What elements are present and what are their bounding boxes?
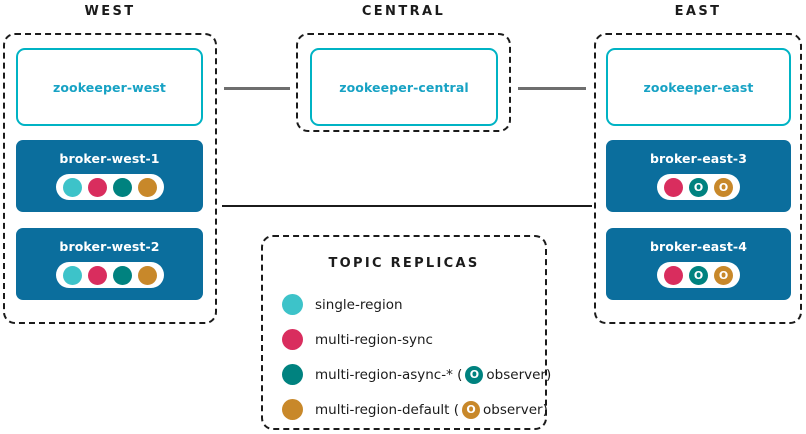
replica-dot-multi-region-async[interactable] xyxy=(112,265,132,285)
replica-dot-multi-region-sync[interactable] xyxy=(87,265,107,285)
legend-items: single-region multi-region-sync multi-re… xyxy=(282,287,551,427)
replica-pill-west-2 xyxy=(55,262,164,288)
replica-dot-multi-region-async[interactable] xyxy=(112,177,132,197)
legend-item-single-region[interactable]: single-region xyxy=(282,287,535,322)
replica-dot-multi-region-sync[interactable] xyxy=(664,177,683,197)
legend-label-multi-region-default: multi-region-default ( O observer) xyxy=(315,400,548,419)
broker-label-east-3: broker-east-3 xyxy=(649,151,748,166)
broker-node-east-3[interactable]: broker-east-3 O O xyxy=(606,140,791,212)
legend-item-multi-region-default[interactable]: multi-region-default ( O observer) xyxy=(282,392,548,427)
broker-node-west-2[interactable]: broker-west-2 xyxy=(16,228,203,300)
zookeeper-node-east[interactable]: zookeeper-east xyxy=(606,48,791,126)
legend-swatch-single-region-icon xyxy=(282,294,303,315)
replica-dot-single-region[interactable] xyxy=(62,177,82,197)
broker-node-west-1[interactable]: broker-west-1 xyxy=(16,140,203,212)
replica-dot-multi-region-sync[interactable] xyxy=(87,177,107,197)
observer-chip-async-icon: O xyxy=(465,365,484,384)
zookeeper-label-east: zookeeper-east xyxy=(643,79,754,95)
region-title-west: WEST xyxy=(84,4,136,19)
broker-label-west-1: broker-west-1 xyxy=(59,151,160,166)
legend-label-multi-region-async: multi-region-async-* ( O observer) xyxy=(315,365,552,384)
replica-dot-multi-region-default[interactable] xyxy=(137,265,157,285)
legend-text-suffix-async: observer) xyxy=(486,366,552,383)
replica-dot-multi-region-default-observer[interactable]: O xyxy=(714,265,733,285)
legend-text-prefix-async: multi-region-async-* ( xyxy=(315,366,463,383)
broker-label-west-2: broker-west-2 xyxy=(59,239,160,254)
legend-text-suffix-default: observer) xyxy=(483,401,548,418)
connector-west-east-broker xyxy=(222,205,592,207)
region-box-west xyxy=(3,33,217,324)
region-title-central: CENTRAL xyxy=(361,4,446,19)
legend-item-multi-region-sync[interactable]: multi-region-sync xyxy=(282,322,535,357)
observer-chip-default-icon: O xyxy=(462,400,480,419)
zookeeper-label-west: zookeeper-west xyxy=(52,79,166,95)
replica-dot-multi-region-async-observer[interactable]: O xyxy=(689,177,708,197)
region-box-central xyxy=(296,33,511,132)
legend-item-multi-region-async[interactable]: multi-region-async-* ( O observer) xyxy=(282,357,551,392)
connector-west-central-zookeeper xyxy=(224,87,290,90)
replica-dot-multi-region-sync[interactable] xyxy=(664,265,683,285)
replica-dot-multi-region-default-observer[interactable]: O xyxy=(714,177,733,197)
legend-label-multi-region-sync: multi-region-sync xyxy=(315,331,433,348)
zookeeper-node-central[interactable]: zookeeper-central xyxy=(310,48,498,126)
legend-swatch-multi-region-async-icon xyxy=(282,364,303,385)
broker-node-east-4[interactable]: broker-east-4 O O xyxy=(606,228,791,300)
replica-pill-east-4: O O xyxy=(657,262,740,288)
replica-dot-multi-region-default[interactable] xyxy=(137,177,157,197)
replica-pill-west-1 xyxy=(55,174,164,200)
region-title-east: EAST xyxy=(674,4,722,19)
legend-topic-replicas: TOPIC REPLICAS single-region multi-regio… xyxy=(261,235,551,430)
zookeeper-node-west[interactable]: zookeeper-west xyxy=(16,48,203,126)
legend-text-prefix-default: multi-region-default ( xyxy=(315,401,459,418)
replica-pill-east-3: O O xyxy=(657,174,740,200)
replica-dot-multi-region-async-observer[interactable]: O xyxy=(689,265,708,285)
legend-title: TOPIC REPLICAS xyxy=(328,256,480,271)
legend-label-single-region: single-region xyxy=(315,296,403,313)
connector-central-east-zookeeper xyxy=(518,87,586,90)
zookeeper-label-central: zookeeper-central xyxy=(339,79,469,95)
region-box-east xyxy=(594,33,802,324)
legend-swatch-multi-region-sync-icon xyxy=(282,329,303,350)
replica-dot-single-region[interactable] xyxy=(62,265,82,285)
broker-label-east-4: broker-east-4 xyxy=(649,239,748,254)
legend-swatch-multi-region-default-icon xyxy=(282,399,303,420)
